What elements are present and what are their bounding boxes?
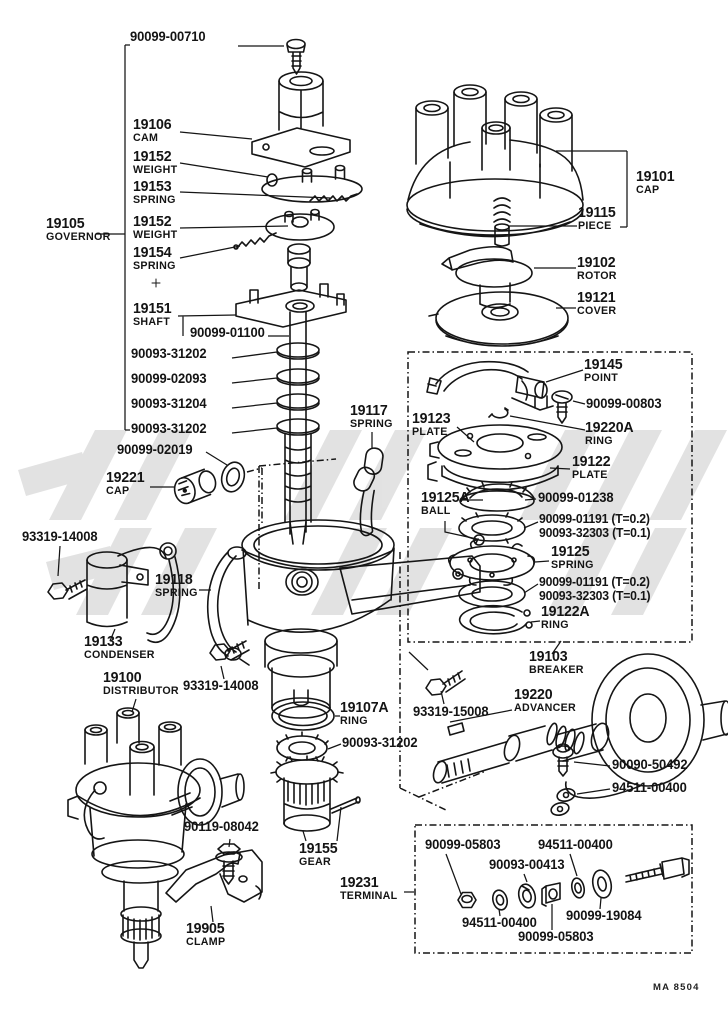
callout-90093-32303-t01-b: 90093-32303 (T=0.1) [539, 589, 651, 603]
callout-94511-00400-c: 94511-00400 [462, 915, 537, 930]
callout-94511-00400-b: 94511-00400 [538, 837, 613, 852]
callout-90099-01191-t02-b: 90099-01191 (T=0.2) [539, 575, 650, 589]
callout-90093-31204: 90093-31204 [131, 396, 207, 411]
page-code: MA 8504 [653, 982, 700, 993]
callout-90099-02093: 90099-02093 [131, 371, 207, 386]
leader-lines [57, 44, 628, 930]
callout-90093-32303-t01: 90093-32303 (T=0.1) [539, 526, 651, 540]
callout-90099-05803-b: 90099-05803 [518, 929, 594, 944]
callout-94511-00400: 94511-00400 [612, 780, 687, 795]
callout-90099-05803: 90099-05803 [425, 837, 501, 852]
dashed-boxes [246, 351, 693, 954]
callout-90099-01238: 90099-01238 [538, 490, 614, 505]
callout-93319-15008: 93319-15008 [413, 704, 489, 719]
callout-90093-00413: 90093-00413 [489, 857, 565, 872]
callout-90090-50492: 90090-50492 [612, 757, 688, 772]
part-drawings [47, 38, 728, 969]
callout-90099-01100: 90099-01100 [190, 325, 265, 340]
callout-90099-00710: 90099-00710 [130, 29, 206, 44]
callout-90099-19084: 90099-19084 [566, 908, 642, 923]
callout-93319-14008-b: 93319-14008 [183, 678, 259, 693]
callout-90093-31202-c: 90093-31202 [342, 735, 418, 750]
callout-90119-08042: 90119-08042 [184, 819, 259, 834]
watermark-logo [18, 430, 727, 615]
callout-90093-31202: 90093-31202 [131, 346, 207, 361]
callout-90099-01191-t02: 90099-01191 (T=0.2) [539, 512, 650, 526]
callout-90093-31202-b: 90093-31202 [131, 421, 207, 436]
callout-90099-02019: 90099-02019 [117, 442, 193, 457]
callout-93319-14008: 93319-14008 [22, 529, 98, 544]
callout-90099-00803: 90099-00803 [586, 396, 662, 411]
